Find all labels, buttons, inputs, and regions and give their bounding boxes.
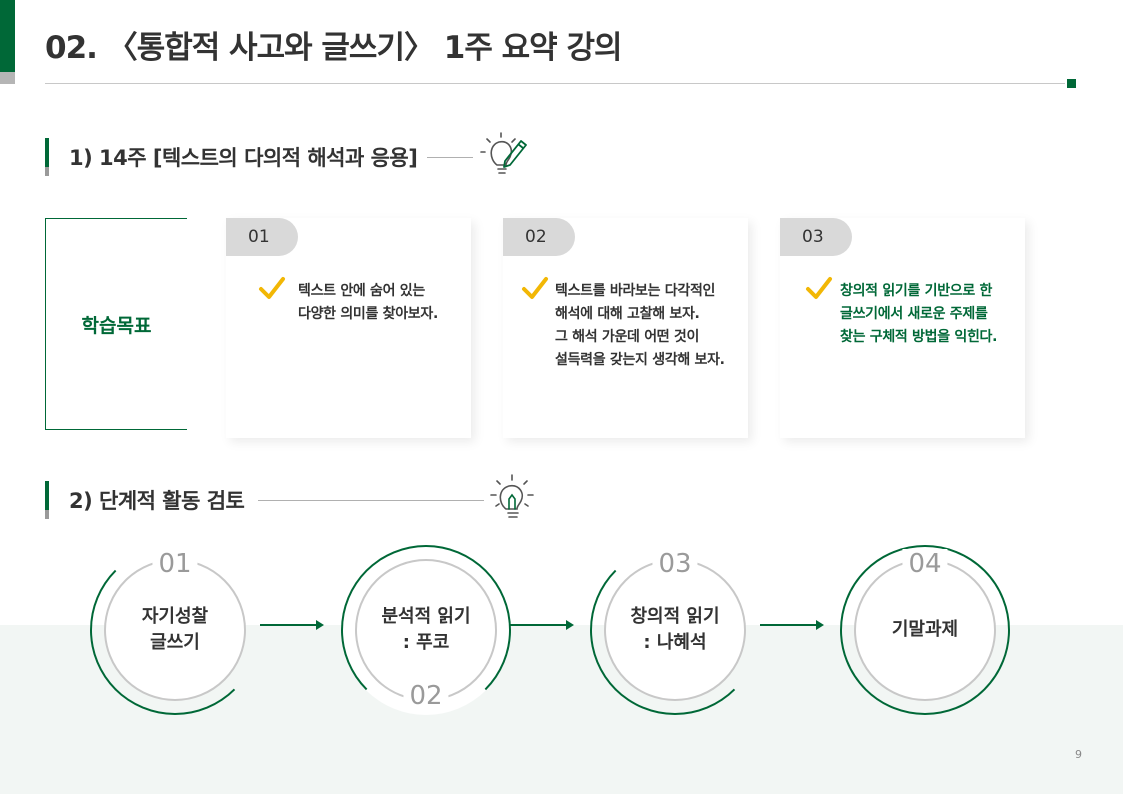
step-arrow bbox=[260, 620, 324, 630]
goal-card-number: 03 bbox=[780, 218, 852, 256]
step-inner: 자기성찰 글쓰기 bbox=[104, 559, 246, 701]
corner-accent-bar-gray bbox=[0, 72, 15, 84]
step-inner: 기말과제 bbox=[854, 559, 996, 701]
learning-goals-box: 학습목표 bbox=[45, 218, 187, 430]
page-title: 02. 〈통합적 사고와 글쓰기〉 1주 요약 강의 bbox=[45, 30, 623, 66]
step-inner: 창의적 읽기 : 나혜석 bbox=[604, 559, 746, 701]
step-arrow bbox=[760, 620, 824, 630]
step-label: 창의적 읽기 : 나혜석 bbox=[630, 606, 720, 653]
step-circle: 자기성찰 글쓰기 01 bbox=[90, 545, 260, 715]
step-circle: 창의적 읽기 : 나혜석 03 bbox=[590, 545, 760, 715]
step-ring bbox=[90, 545, 260, 715]
title-divider bbox=[45, 83, 1065, 84]
goal-card-text: 텍스트 안에 숨어 있는 다양한 의미를 찾아보자. bbox=[298, 283, 438, 322]
goal-card-text: 창의적 읽기를 기반으로 한 글쓰기에서 새로운 주제를 찾는 구체적 방법을 … bbox=[840, 283, 998, 345]
goal-card: 03 창의적 읽기를 기반으로 한 글쓰기에서 새로운 주제를 찾는 구체적 방… bbox=[780, 218, 1025, 438]
step-number: 01 bbox=[152, 549, 198, 579]
section-connector-line bbox=[427, 156, 474, 158]
section-1-heading: 1) 14주 [텍스트의 다의적 해석과 응용] bbox=[45, 132, 529, 176]
goal-card-text: 텍스트를 바라보는 다각적인 해석에 대해 고찰해 보자. 그 해석 가운데 어… bbox=[555, 283, 725, 368]
corner-accent-bar bbox=[0, 0, 15, 72]
step-number: 03 bbox=[652, 549, 698, 579]
step-label: 기말과제 bbox=[891, 619, 959, 640]
step-ring bbox=[840, 545, 1010, 715]
check-icon bbox=[521, 276, 549, 306]
step-circle: 기말과제 04 bbox=[840, 545, 1010, 715]
title-divider-square bbox=[1067, 79, 1076, 88]
lightbulb-pencil-icon bbox=[477, 131, 529, 183]
learning-goals-title: 학습목표 bbox=[81, 314, 152, 337]
step-number: 02 bbox=[403, 681, 449, 711]
lightbulb-icon bbox=[488, 473, 536, 527]
goal-card-number: 02 bbox=[503, 218, 575, 256]
section-marker bbox=[45, 138, 49, 176]
goal-card-number: 01 bbox=[226, 218, 298, 256]
section-2-heading: 2) 단계적 활동 검토 bbox=[45, 474, 536, 519]
step-inner: 분석적 읽기 : 푸코 bbox=[355, 559, 497, 701]
step-label: 자기성찰 글쓰기 bbox=[141, 606, 209, 653]
step-label: 분석적 읽기 : 푸코 bbox=[381, 606, 471, 653]
section-2-label: 2) 단계적 활동 검토 bbox=[69, 489, 245, 513]
step-circle: 분석적 읽기 : 푸코 02 bbox=[341, 545, 511, 715]
section-1-label: 1) 14주 [텍스트의 다의적 해석과 응용] bbox=[69, 146, 418, 170]
page-number: 9 bbox=[1075, 748, 1082, 761]
step-ring bbox=[590, 545, 760, 715]
check-icon bbox=[258, 276, 286, 306]
step-number: 04 bbox=[902, 549, 948, 579]
goal-card: 02 텍스트를 바라보는 다각적인 해석에 대해 고찰해 보자. 그 해석 가운… bbox=[503, 218, 748, 438]
step-arrow bbox=[510, 620, 574, 630]
check-icon bbox=[805, 276, 833, 306]
section-connector-line bbox=[258, 499, 485, 501]
goal-card: 01 텍스트 안에 숨어 있는 다양한 의미를 찾아보자. bbox=[226, 218, 471, 438]
section-marker bbox=[45, 481, 49, 519]
